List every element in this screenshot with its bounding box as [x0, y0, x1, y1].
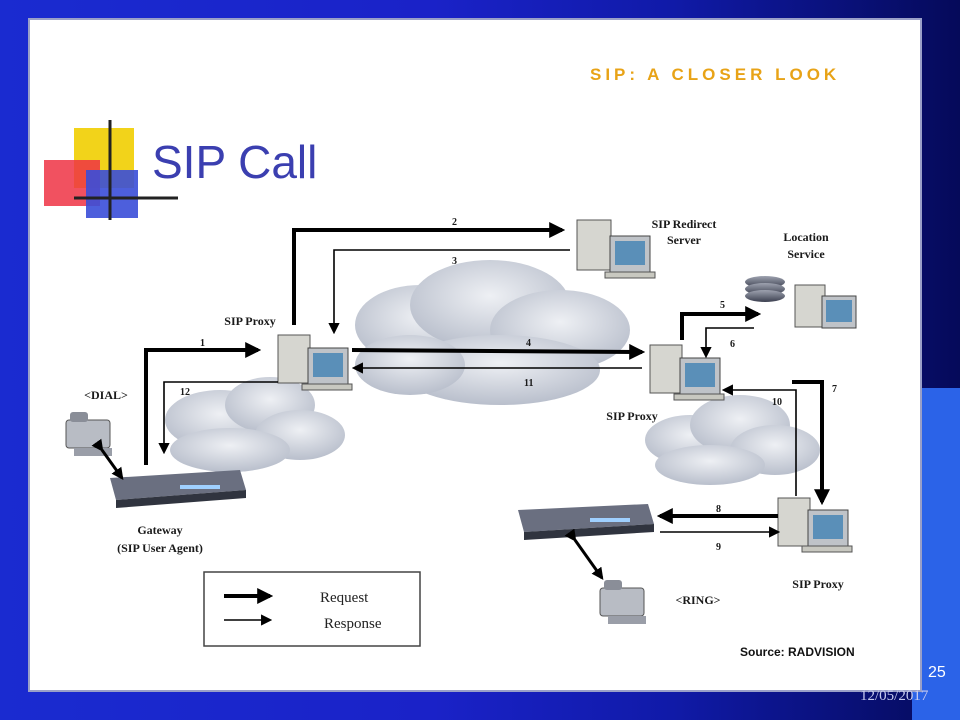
legend-box: Request Response	[203, 571, 421, 647]
step-label-7: 7	[832, 384, 837, 395]
step-label-4: 4	[526, 338, 531, 349]
arrow-step-7	[792, 380, 830, 506]
link-dial-phone-gateway	[91, 438, 124, 480]
sip-redirect-server-computer	[576, 219, 656, 279]
label-ring: <RING>	[675, 593, 720, 607]
step-label-9: 9	[716, 542, 721, 553]
link-ring-phone-gateway	[564, 528, 604, 580]
network-cloud-center	[355, 260, 630, 405]
footer-date: 12/05/2017	[860, 688, 929, 704]
step-label-1: 1	[200, 338, 205, 349]
arrow-step-5	[680, 306, 762, 340]
slide-header: SIP: A CLOSER LOOK	[590, 65, 840, 84]
sip-proxy-mid-computer	[649, 344, 725, 401]
legend-response-label: Response	[324, 616, 382, 632]
source-credit: Source: RADVISION	[740, 645, 855, 659]
arrow-step-3	[328, 249, 570, 335]
slide-title: SIP Call	[152, 136, 317, 188]
step-label-2: 2	[452, 217, 457, 228]
step-label-10: 10	[772, 397, 782, 408]
network-cloud-right	[645, 395, 820, 485]
label-gateway-line2: (SIP User Agent)	[117, 541, 203, 555]
label-gateway-line1: Gateway	[137, 523, 182, 537]
phone-icon-dial	[65, 412, 112, 456]
step-label-11: 11	[524, 378, 533, 389]
label-location-service-line2: Service	[787, 247, 825, 261]
label-redirect-server-line1: SIP Redirect	[652, 217, 717, 231]
arrow-step-12	[158, 381, 278, 455]
step-label-3: 3	[452, 256, 457, 267]
slide-number: 25	[928, 664, 946, 681]
arrow-step-6	[700, 327, 754, 359]
legend-request-label: Request	[320, 590, 369, 606]
step-label-12: 12	[180, 387, 190, 398]
label-sip-proxy-bottom: SIP Proxy	[792, 577, 843, 591]
network-cloud-left	[165, 377, 345, 472]
sip-call-diagram: SIP: A CLOSER LOOK SIP Call	[44, 65, 857, 659]
arrow-step-4	[351, 343, 646, 360]
arrow-step-1	[144, 342, 262, 465]
title-decoration	[44, 120, 178, 220]
label-sip-proxy-mid: SIP Proxy	[606, 409, 657, 423]
gateway-device-right	[518, 504, 654, 540]
sip-proxy-bottom-computer	[777, 497, 853, 553]
phone-icon-ring	[599, 580, 646, 624]
gateway-device	[110, 470, 246, 508]
slide: SIP: A CLOSER LOOK SIP Call	[28, 18, 922, 692]
location-service-computer	[794, 284, 857, 329]
arrow-step-10	[721, 384, 797, 496]
arrow-step-2	[292, 222, 566, 325]
label-redirect-server-line2: Server	[667, 233, 702, 247]
sip-proxy-left-computer	[277, 334, 353, 391]
label-dial: <DIAL>	[84, 388, 128, 402]
step-label-6: 6	[730, 339, 735, 350]
label-location-service-line1: Location	[783, 230, 829, 244]
location-service-database	[745, 276, 785, 302]
step-label-8: 8	[716, 504, 721, 515]
step-label-5: 5	[720, 300, 725, 311]
label-sip-proxy-left: SIP Proxy	[224, 314, 275, 328]
